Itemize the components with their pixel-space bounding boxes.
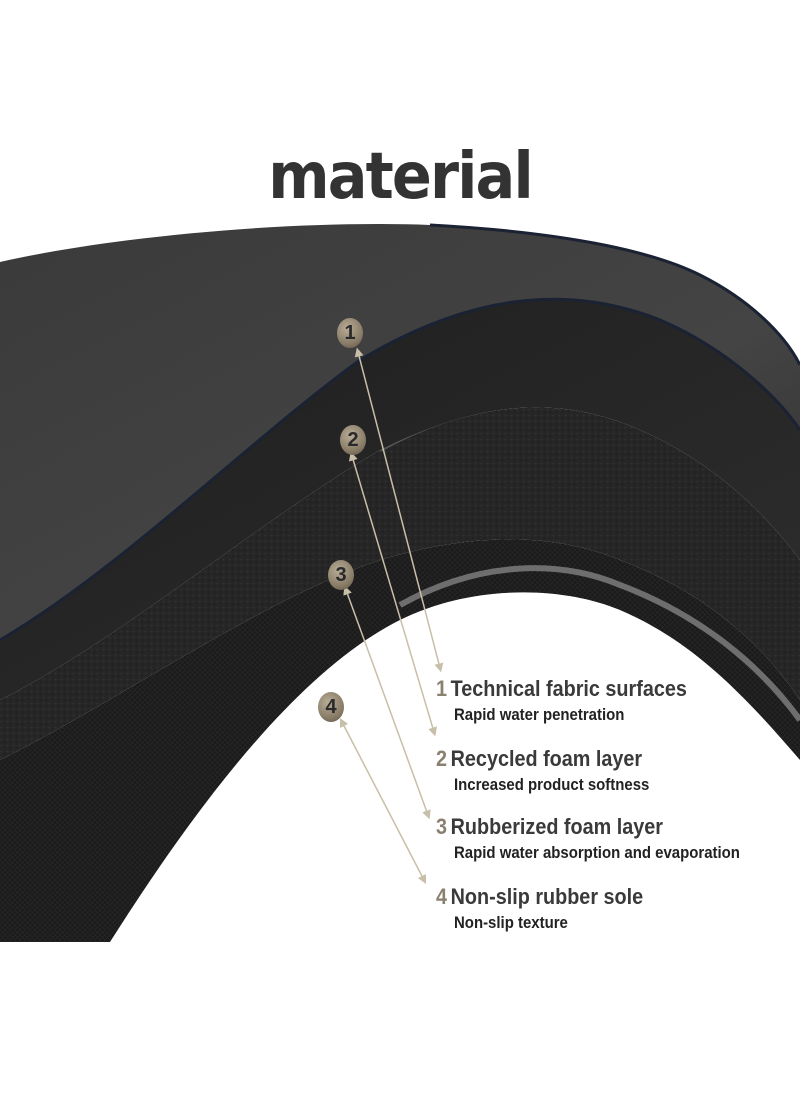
layer-description: Increased product softness [454, 775, 650, 794]
layer-description: Rapid water penetration [454, 705, 625, 724]
layer-edge-line [398, 565, 800, 722]
page-title: material [268, 140, 533, 214]
fabric-top-edge [429, 223, 800, 366]
rubberized-foam-layer [0, 407, 800, 760]
layer-name: Recycled foam layer [450, 746, 643, 771]
marker-4: 4 [318, 692, 344, 722]
marker-1: 1 [337, 318, 363, 348]
layer-number: 3 [436, 814, 448, 839]
layer-number: 1 [436, 676, 448, 701]
layer-name: Technical fabric surfaces [450, 676, 687, 701]
layer-name: Rubberized foam layer [450, 814, 663, 839]
marker-3: 3 [328, 560, 354, 590]
layer-number: 2 [436, 746, 448, 771]
recycled-foam-layer [0, 299, 800, 700]
layer-description: Non-slip texture [454, 913, 568, 932]
layer-name: Non-slip rubber sole [450, 884, 644, 909]
layer-description: Rapid water absorption and evaporation [454, 843, 740, 862]
marker-2: 2 [340, 425, 366, 455]
fabric-edge-line [0, 297, 800, 642]
fabric-surface-layer [0, 224, 800, 640]
layer-number: 4 [436, 884, 448, 909]
leader-line-4 [339, 718, 427, 884]
